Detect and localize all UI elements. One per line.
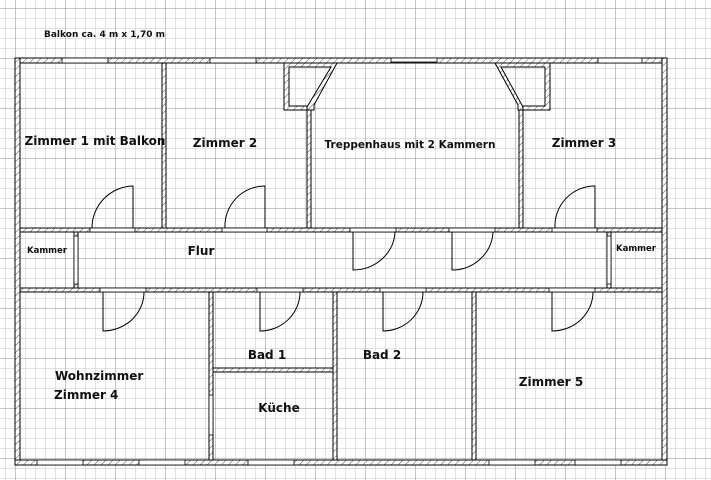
wall-corridor-top bbox=[19, 227, 663, 233]
window bbox=[247, 459, 295, 466]
door-treppenhaus-2[interactable] bbox=[448, 227, 496, 271]
room-label-kammer-right: Kammer bbox=[616, 244, 657, 254]
doors bbox=[73, 185, 612, 436]
room-label-kueche: Küche bbox=[258, 401, 299, 415]
door-bad1[interactable] bbox=[256, 287, 304, 332]
wall-stair-z3 bbox=[518, 107, 524, 229]
window bbox=[488, 459, 536, 466]
wall-wohn-bad1 bbox=[208, 291, 214, 461]
room-label-kammer-left: Kammer bbox=[27, 246, 68, 256]
door-bad2[interactable] bbox=[379, 287, 427, 332]
outer-walls bbox=[14, 57, 668, 466]
window bbox=[138, 459, 186, 466]
alcove-left bbox=[283, 62, 338, 111]
wall-bad1-kueche bbox=[212, 367, 334, 373]
opening-kammer-left[interactable] bbox=[73, 235, 79, 285]
alcove-right bbox=[494, 62, 551, 111]
balcony-note: Balkon ca. 4 m x 1,70 m bbox=[44, 30, 165, 40]
window bbox=[36, 459, 84, 466]
window bbox=[209, 57, 257, 64]
window bbox=[390, 57, 438, 63]
room-label-zimmer1: Zimmer 1 mit Balkon bbox=[25, 134, 166, 148]
wall-bad1-bad2 bbox=[332, 291, 338, 461]
room-label-flur: Flur bbox=[188, 244, 215, 258]
wall-bottom bbox=[14, 459, 668, 466]
door-zimmer1[interactable] bbox=[89, 185, 136, 233]
room-label-zimmer4: Zimmer 4 bbox=[54, 388, 118, 402]
room-label-zimmer2: Zimmer 2 bbox=[193, 136, 257, 150]
wall-bad2-z5 bbox=[471, 291, 477, 461]
opening-kueche[interactable] bbox=[208, 394, 214, 436]
wall-right bbox=[661, 57, 668, 466]
window bbox=[597, 57, 643, 64]
wall-left bbox=[14, 57, 21, 466]
door-wohnzimmer[interactable] bbox=[99, 287, 147, 332]
windows bbox=[36, 57, 643, 466]
room-label-wohnzimmer: Wohnzimmer bbox=[55, 369, 143, 383]
door-treppenhaus-1[interactable] bbox=[349, 227, 397, 271]
room-label-zimmer3: Zimmer 3 bbox=[552, 136, 616, 150]
wall-z2-stair bbox=[306, 107, 312, 229]
room-label-bad2: Bad 2 bbox=[363, 348, 401, 362]
window bbox=[574, 459, 622, 466]
wall-corridor-bottom bbox=[19, 287, 663, 293]
door-zimmer5[interactable] bbox=[548, 287, 596, 332]
window bbox=[61, 57, 109, 64]
room-label-bad1: Bad 1 bbox=[248, 348, 286, 362]
room-label-treppenhaus: Treppenhaus mit 2 Kammern bbox=[325, 139, 496, 151]
door-zimmer3[interactable] bbox=[551, 185, 598, 233]
room-label-zimmer5: Zimmer 5 bbox=[519, 375, 583, 389]
wall-top bbox=[14, 57, 668, 64]
door-zimmer2[interactable] bbox=[221, 185, 268, 233]
opening-kammer-right[interactable] bbox=[606, 235, 612, 285]
